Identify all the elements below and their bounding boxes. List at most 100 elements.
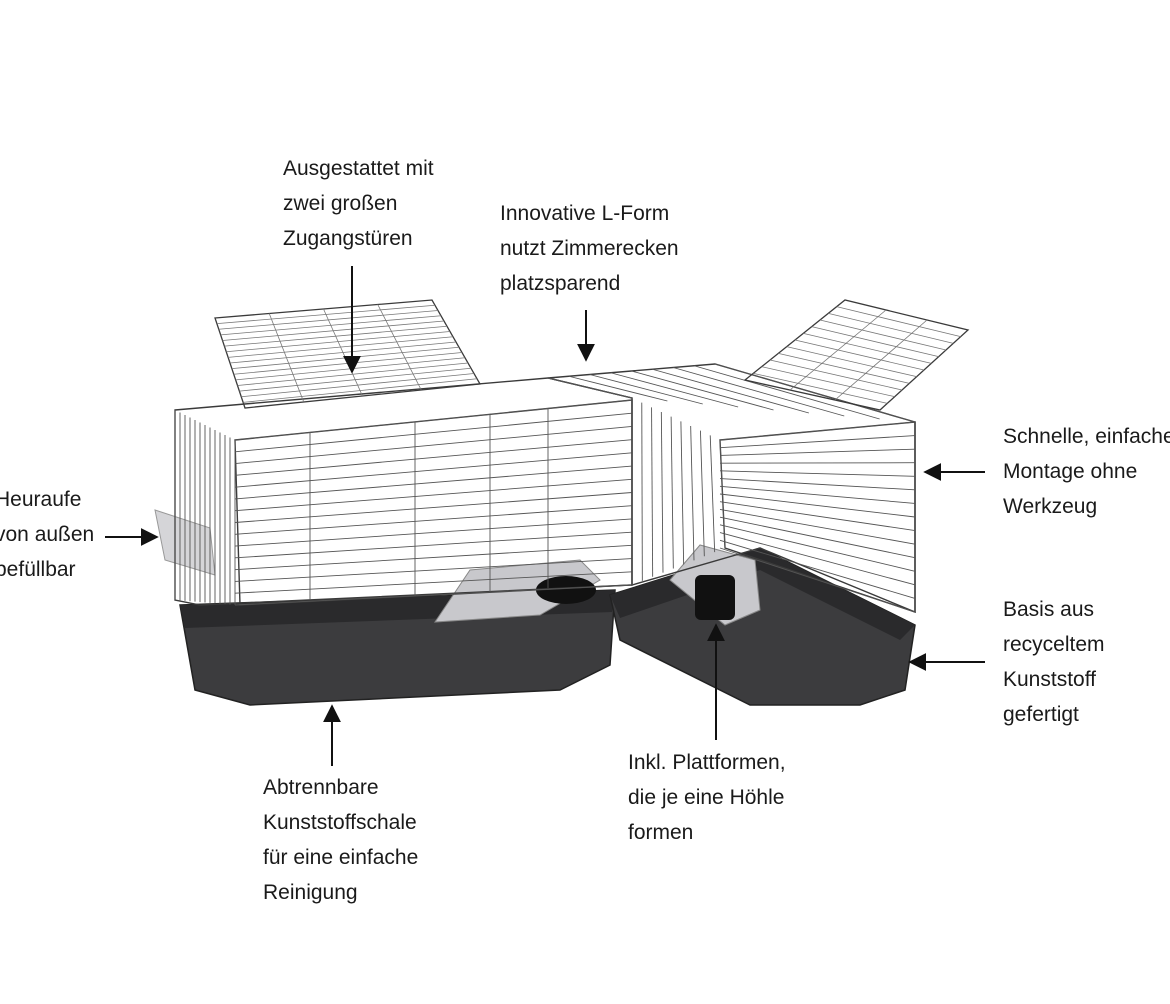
wire-bar bbox=[714, 363, 916, 423]
wire-bar bbox=[547, 377, 633, 399]
wire-bar bbox=[794, 339, 925, 371]
callout-tray: Abtrennbare Kunststoffschale für eine ei… bbox=[263, 770, 418, 910]
wire-bar bbox=[753, 372, 888, 404]
callout-line: von außen bbox=[0, 523, 95, 546]
wire-bar bbox=[234, 478, 633, 512]
callout-line: Kunststoffschale bbox=[263, 811, 417, 834]
callout-line: formen bbox=[628, 821, 694, 844]
wire-bar bbox=[234, 425, 633, 465]
wire-bar bbox=[690, 425, 695, 561]
wire-bar bbox=[719, 508, 916, 545]
wire-bar bbox=[719, 485, 916, 504]
wire-bar bbox=[789, 309, 887, 391]
callout-line: zwei großen bbox=[283, 192, 398, 215]
callout-line: für eine einfache bbox=[263, 846, 419, 869]
wire-bar bbox=[234, 492, 633, 523]
wire-bar bbox=[719, 501, 916, 532]
callout-line: nutzt Zimmerecken bbox=[500, 237, 679, 260]
wire-bar bbox=[631, 370, 774, 411]
callout-line: Montage ohne bbox=[1003, 460, 1138, 483]
wire-bar bbox=[234, 439, 633, 476]
wire-bar bbox=[836, 306, 961, 338]
callout-line: Basis aus bbox=[1003, 598, 1095, 621]
wire-bar bbox=[761, 366, 895, 398]
right-plastic-tray bbox=[609, 547, 916, 706]
wire-bar bbox=[670, 416, 674, 569]
wire-bar bbox=[719, 448, 916, 456]
wire-bar bbox=[828, 312, 954, 344]
wire-bar bbox=[660, 411, 664, 573]
wire-bar bbox=[641, 402, 643, 581]
wire-bar bbox=[610, 372, 739, 408]
wire-bar bbox=[803, 332, 932, 364]
wire-bar bbox=[234, 584, 633, 606]
wire-bar bbox=[234, 505, 633, 535]
wire-bar bbox=[652, 368, 809, 414]
callout-line: Abtrennbare bbox=[263, 776, 379, 799]
callout-line: Schnelle, einfache bbox=[1003, 425, 1170, 448]
callout-base: Basis aus recyceltem Kunststoff gefertig… bbox=[1003, 592, 1105, 732]
wire-bar bbox=[719, 539, 916, 599]
right-open-door bbox=[743, 299, 970, 411]
wire-bar bbox=[719, 547, 916, 613]
callout-line: Werkzeug bbox=[1003, 495, 1098, 518]
callout-line: gefertigt bbox=[1003, 703, 1079, 726]
wire-bar bbox=[673, 367, 845, 417]
callout-line: Reinigung bbox=[263, 881, 358, 904]
callout-line: Kunststoff bbox=[1003, 668, 1097, 691]
callout-hay-rack: Heuraufe von außen befüllbar bbox=[0, 482, 94, 587]
wire-bar bbox=[234, 531, 633, 559]
wire-bar bbox=[234, 452, 633, 488]
callout-line: Heuraufe bbox=[0, 488, 82, 511]
wire-bar bbox=[719, 516, 916, 559]
wire-bar bbox=[719, 421, 916, 441]
callout-platform: Inkl. Plattformen, die je eine Höhle for… bbox=[628, 745, 786, 850]
callout-lform: Innovative L-Form nutzt Zimmerecken plat… bbox=[500, 196, 679, 301]
food-bowl bbox=[536, 576, 596, 604]
wire-bar bbox=[234, 558, 633, 582]
callout-line: die je eine Höhle bbox=[628, 786, 785, 809]
wire-bar bbox=[778, 352, 910, 384]
callout-line: Innovative L-Form bbox=[500, 202, 670, 225]
callout-line: platzsparend bbox=[500, 272, 621, 295]
wire-bar bbox=[234, 518, 633, 547]
callout-line: recyceltem bbox=[1003, 633, 1105, 656]
wire-bar bbox=[234, 465, 633, 500]
wire-bar bbox=[719, 435, 916, 449]
wire-bar bbox=[651, 407, 654, 577]
wire-bar bbox=[234, 571, 633, 594]
callout-line: befüllbar bbox=[0, 558, 76, 581]
wire-bar bbox=[811, 326, 939, 358]
wire-bar bbox=[694, 365, 880, 420]
wire-bar bbox=[769, 359, 903, 391]
wire-bar bbox=[323, 308, 363, 397]
wire-bar bbox=[377, 304, 422, 391]
wire-bar bbox=[719, 439, 726, 549]
wire-bar bbox=[234, 399, 633, 441]
wire-bar bbox=[719, 493, 916, 518]
wire-bar bbox=[234, 412, 633, 453]
wire-bar bbox=[819, 319, 947, 351]
wire-bar bbox=[834, 319, 928, 401]
wire-bar bbox=[234, 544, 633, 571]
wire-bar bbox=[709, 435, 716, 553]
wire-bar bbox=[719, 524, 916, 572]
wire-bar bbox=[719, 532, 916, 586]
wire-bar bbox=[568, 375, 668, 402]
wire-bar bbox=[719, 470, 916, 477]
callout-arrows bbox=[105, 266, 985, 766]
callout-line: Inkl. Plattformen, bbox=[628, 751, 786, 774]
callout-assembly: Schnelle, einfache Montage ohne Werkzeug bbox=[1003, 419, 1170, 524]
wire-bar bbox=[589, 374, 703, 405]
wire-bar bbox=[786, 346, 917, 378]
wire-bar bbox=[719, 478, 916, 491]
wire-bar bbox=[699, 430, 705, 557]
left-open-door bbox=[214, 299, 482, 409]
wire-bar bbox=[268, 313, 305, 403]
wire-bar bbox=[680, 421, 685, 565]
water-cup bbox=[695, 575, 735, 620]
callout-line: Zugangstüren bbox=[283, 227, 413, 250]
callout-doors: Ausgestattet mit zwei großen Zugangstüre… bbox=[283, 151, 434, 256]
callout-line: Ausgestattet mit bbox=[283, 157, 434, 180]
